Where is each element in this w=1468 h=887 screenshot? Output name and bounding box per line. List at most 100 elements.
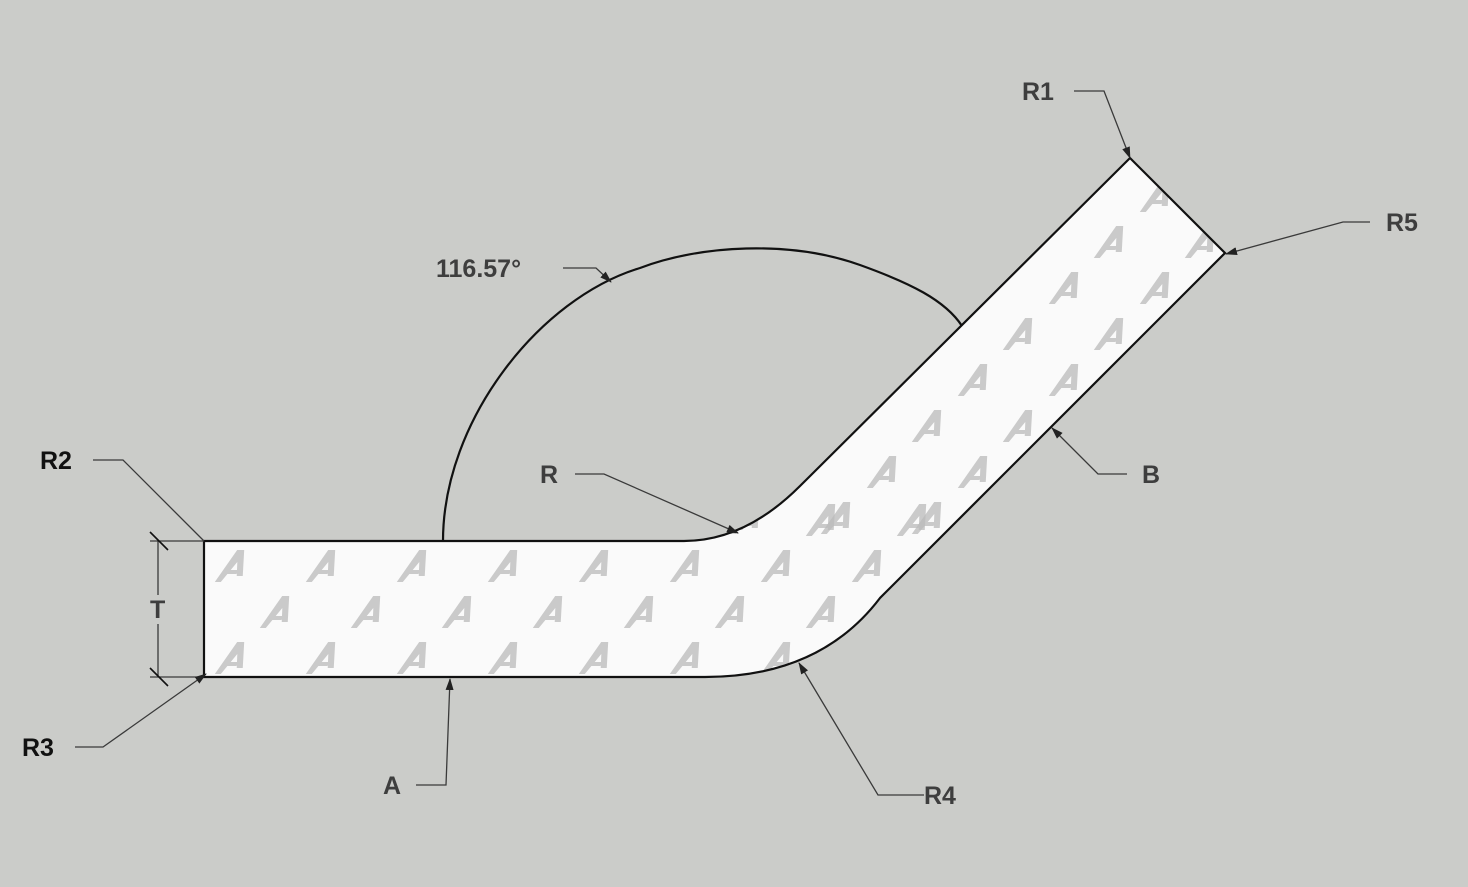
r-leader — [575, 473, 739, 534]
watermark-logo-icon — [1184, 410, 1215, 442]
watermark-logo-icon — [987, 596, 1018, 628]
watermark-logo-icon — [775, 180, 806, 212]
watermark-logo-icon — [820, 158, 851, 166]
watermark-logo-icon — [1002, 410, 1033, 442]
watermark-logo-icon — [532, 504, 563, 536]
watermark-logo-icon — [729, 318, 760, 350]
watermark-logo-icon — [805, 596, 836, 628]
watermark-logo-icon — [820, 226, 851, 258]
watermark-logo-icon — [305, 550, 336, 582]
watermark-logo-icon — [1184, 158, 1215, 166]
r3-leader — [75, 673, 207, 748]
part-outline — [202, 156, 1227, 679]
watermark-logo-icon — [1093, 502, 1124, 534]
r1-label: R1 — [1022, 78, 1054, 106]
watermark-logo-icon — [1048, 456, 1079, 488]
watermark-logo-icon — [1184, 502, 1215, 534]
watermark-logo-icon — [1215, 550, 1225, 582]
watermark-logo-icon — [532, 596, 563, 628]
watermark-logo-icon — [942, 642, 973, 674]
angle-label: 116.57° — [436, 255, 521, 283]
watermark-logo-icon — [1093, 318, 1124, 350]
watermark-logo-icon — [684, 456, 715, 488]
watermark-logo-icon — [820, 318, 851, 350]
b-leader — [1051, 427, 1127, 475]
watermark-logo-icon — [669, 550, 700, 582]
watermark-logo-icon — [1184, 318, 1215, 350]
a-label: A — [383, 772, 401, 800]
watermark-logo-icon — [1002, 318, 1033, 350]
b-label: B — [1142, 461, 1160, 489]
watermark-logo-icon — [214, 642, 245, 674]
watermark-logo-icon — [684, 180, 715, 212]
watermark-logo-icon — [623, 596, 654, 628]
watermark-logo-icon — [396, 550, 427, 582]
r1-leader — [1074, 90, 1131, 159]
watermark-logo-icon — [350, 596, 381, 628]
watermark-logo-icon — [684, 272, 715, 304]
watermark-logo-icon — [851, 642, 882, 674]
watermark-logo-icon — [957, 180, 988, 212]
angle-leader — [563, 267, 612, 283]
watermark-logo-icon — [669, 642, 700, 674]
watermark-logo-icon — [1078, 504, 1109, 536]
watermark-logo-icon — [1169, 504, 1200, 536]
watermark-logo-icon — [911, 410, 942, 442]
watermark-logo-icon — [987, 504, 1018, 536]
watermark-logo-icon — [1139, 272, 1170, 304]
watermark-logo-icon — [1033, 642, 1064, 674]
watermark-logo-icon — [760, 550, 791, 582]
r-label: R — [540, 461, 558, 489]
r5-label: R5 — [1386, 209, 1418, 237]
watermark-logo-icon — [911, 226, 942, 258]
watermark-logo-icon — [1261, 504, 1297, 536]
watermark-logo-icon — [259, 504, 290, 536]
watermark-logo-icon — [1124, 550, 1155, 582]
watermark-logo-icon — [775, 272, 806, 304]
watermark-logo-icon — [441, 596, 472, 628]
r4-label: R4 — [924, 782, 956, 810]
watermark-logo-icon — [1093, 410, 1124, 442]
r4-leader — [798, 662, 924, 796]
watermark-logo-icon — [578, 642, 609, 674]
watermark-logo-icon — [259, 596, 290, 628]
watermark-logo-icon — [1261, 596, 1297, 628]
watermark-logo-icon — [214, 550, 245, 582]
watermark-logo-icon — [1215, 642, 1225, 674]
watermark-logo-icon — [441, 504, 472, 536]
watermark-logo-icon — [305, 642, 336, 674]
r2-label: R2 — [40, 447, 72, 475]
watermark-logo-icon — [911, 502, 942, 534]
bend-angle-arc — [441, 247, 963, 542]
watermark-logo-icon — [578, 550, 609, 582]
watermark-logo-icon — [729, 226, 760, 258]
watermark-logo-icon — [729, 410, 760, 442]
watermark-logo-icon — [396, 642, 427, 674]
r5-leader — [1225, 221, 1370, 255]
watermark-logo-icon — [684, 364, 715, 396]
watermark-logo-icon — [1078, 596, 1109, 628]
watermark-logo-icon — [942, 550, 973, 582]
watermark-logo-icon — [1169, 596, 1200, 628]
r3-label: R3 — [22, 734, 54, 762]
watermark-logo-icon — [623, 504, 654, 536]
watermark-logo-icon — [1002, 158, 1033, 166]
watermark-logo-icon — [1139, 364, 1170, 396]
watermark-logo-icon — [957, 456, 988, 488]
watermark-logo-icon — [1048, 272, 1079, 304]
r2-leader — [93, 459, 205, 542]
a-leader — [416, 678, 454, 786]
watermark-logo-icon — [1033, 550, 1064, 582]
watermark-logo-icon — [866, 456, 897, 488]
watermark-logo-icon — [775, 364, 806, 396]
watermark-logo-icon — [1093, 158, 1124, 166]
watermark-logo-icon — [487, 642, 518, 674]
watermark-logo-icon — [1124, 642, 1155, 674]
thickness-dimension — [149, 531, 204, 687]
watermark-logo-icon — [957, 364, 988, 396]
watermark-logo-icon — [1002, 502, 1033, 534]
watermark-logo-icon — [896, 596, 927, 628]
watermark-logo-icon — [851, 550, 882, 582]
watermark-logo-icon — [866, 180, 897, 212]
